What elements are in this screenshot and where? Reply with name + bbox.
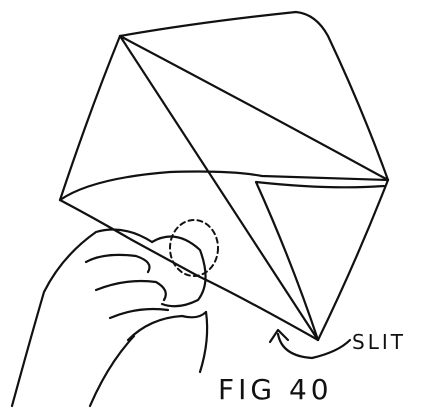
crease-diagonal <box>120 36 318 340</box>
slit-label: SLIT <box>352 332 406 352</box>
hand-wrist <box>90 336 134 406</box>
hand-thumb <box>152 237 206 307</box>
paper-outline <box>60 12 388 340</box>
figure-caption: FIG 40 <box>218 376 333 404</box>
crease-top <box>120 36 388 180</box>
thumb-circle <box>170 220 218 276</box>
